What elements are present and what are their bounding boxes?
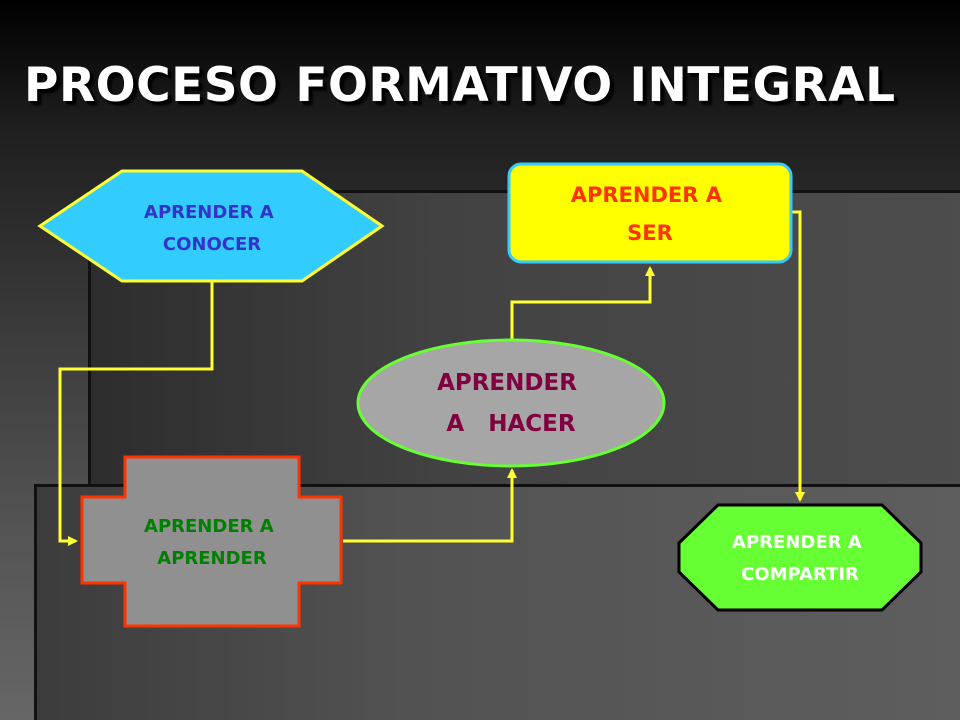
node-label-line: APRENDER A (571, 183, 723, 207)
node-label-line: APRENDER A (144, 516, 274, 537)
slide-title: PROCESO FORMATIVO INTEGRAL (24, 58, 896, 113)
node-aprender-a-ser: APRENDER A SER (507, 162, 793, 264)
node-label-line: CONOCER (163, 234, 261, 255)
connector-aprender-to-hacer (343, 468, 517, 543)
node-aprender-a-compartir: APRENDER A COMPARTIR (677, 503, 923, 612)
svg-text:APRENDER A HACER: APRENDER A HACER (437, 370, 585, 437)
svg-text:APRENDER A APRENDER: APRENDER A APRENDER (144, 516, 280, 569)
hexagon-shape (37, 169, 385, 283)
node-label-line: APRENDER (437, 370, 577, 396)
node-label-line: APRENDER A (144, 202, 274, 223)
node-label-line: APRENDER A (732, 532, 862, 553)
node-label-line: APRENDER (157, 548, 267, 569)
connector-ser-to-compartir (792, 210, 805, 502)
svg-text:APRENDER A SER: APRENDER A SER (571, 183, 730, 245)
rounded-rect-shape (507, 162, 793, 264)
node-aprender-a-conocer: APRENDER A CONOCER (37, 169, 385, 283)
connector-hacer-to-ser (510, 266, 655, 340)
node-label-line: SER (627, 221, 673, 245)
svg-text:APRENDER A COMPARTIR: APRENDER A COMPARTIR (732, 532, 868, 585)
svg-text:APRENDER A CONOCER: APRENDER A CONOCER (144, 202, 280, 255)
ellipse-shape (356, 338, 666, 468)
node-aprender-a-aprender: APRENDER A APRENDER (80, 455, 343, 628)
octagon-shape (677, 503, 923, 612)
node-label-line: A HACER (446, 411, 575, 437)
plus-shape (80, 455, 343, 628)
node-label-line: COMPARTIR (741, 564, 859, 585)
connectors (58, 210, 805, 546)
node-aprender-a-hacer: APRENDER A HACER (356, 338, 666, 468)
connector-conocer-to-aprender (58, 282, 214, 546)
